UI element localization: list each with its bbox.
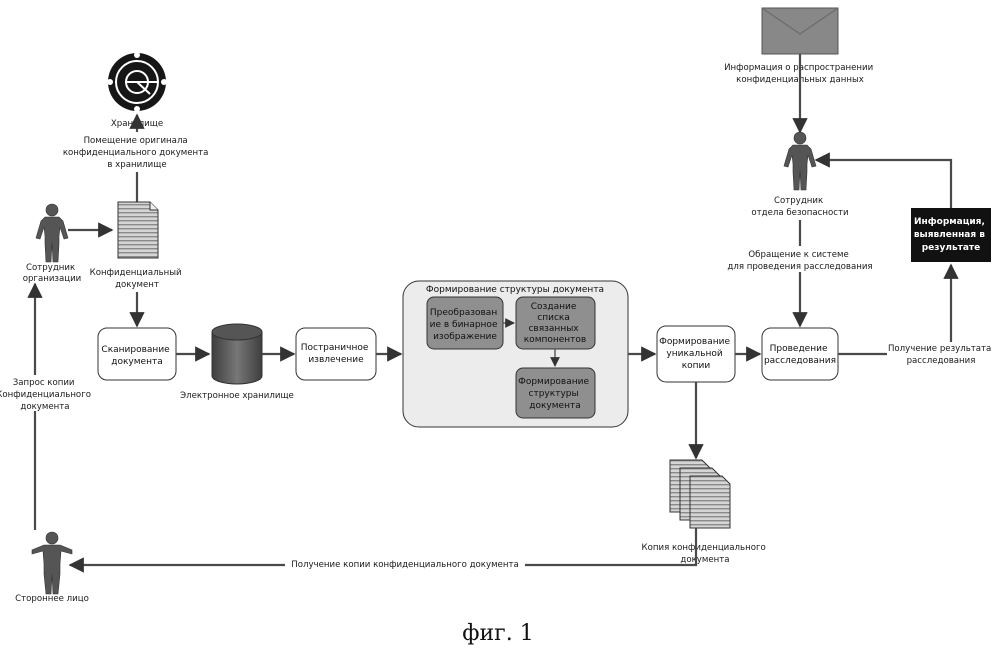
investigation-box: [762, 328, 838, 380]
documents-stack-icon: [670, 460, 730, 528]
person-icon: [36, 204, 68, 262]
person-icon: [32, 532, 72, 594]
database-icon: [212, 324, 262, 384]
group-title: Формирование структуры документа: [426, 285, 604, 295]
document-icon: [118, 202, 158, 258]
figure-caption: фиг. 1: [462, 621, 533, 646]
security-label: Сотрудник отдела безопасности: [751, 196, 848, 218]
employee-label: Сотрудник организации: [23, 263, 82, 284]
storage-icon: [107, 52, 167, 112]
envelope-icon: [762, 8, 838, 54]
e-storage-label: Электронное хранилище: [180, 391, 294, 401]
result-label: Информация, выявленная в результате: [914, 217, 988, 253]
binarize-label: Преобразован ие в бинарное изображение: [430, 308, 501, 342]
third-party-label: Стороннее лицо: [15, 594, 89, 604]
conf-doc-label: Конфиденциальный документ: [90, 268, 185, 290]
components-label: Создание списка связанных компонентов: [524, 302, 586, 345]
page-extract-box: [296, 328, 376, 380]
person-icon: [784, 132, 816, 190]
copy-doc-label: Копия конфиденциального документа: [642, 543, 769, 565]
get-copy-label: Получение копии конфиденциального докуме…: [291, 560, 518, 570]
